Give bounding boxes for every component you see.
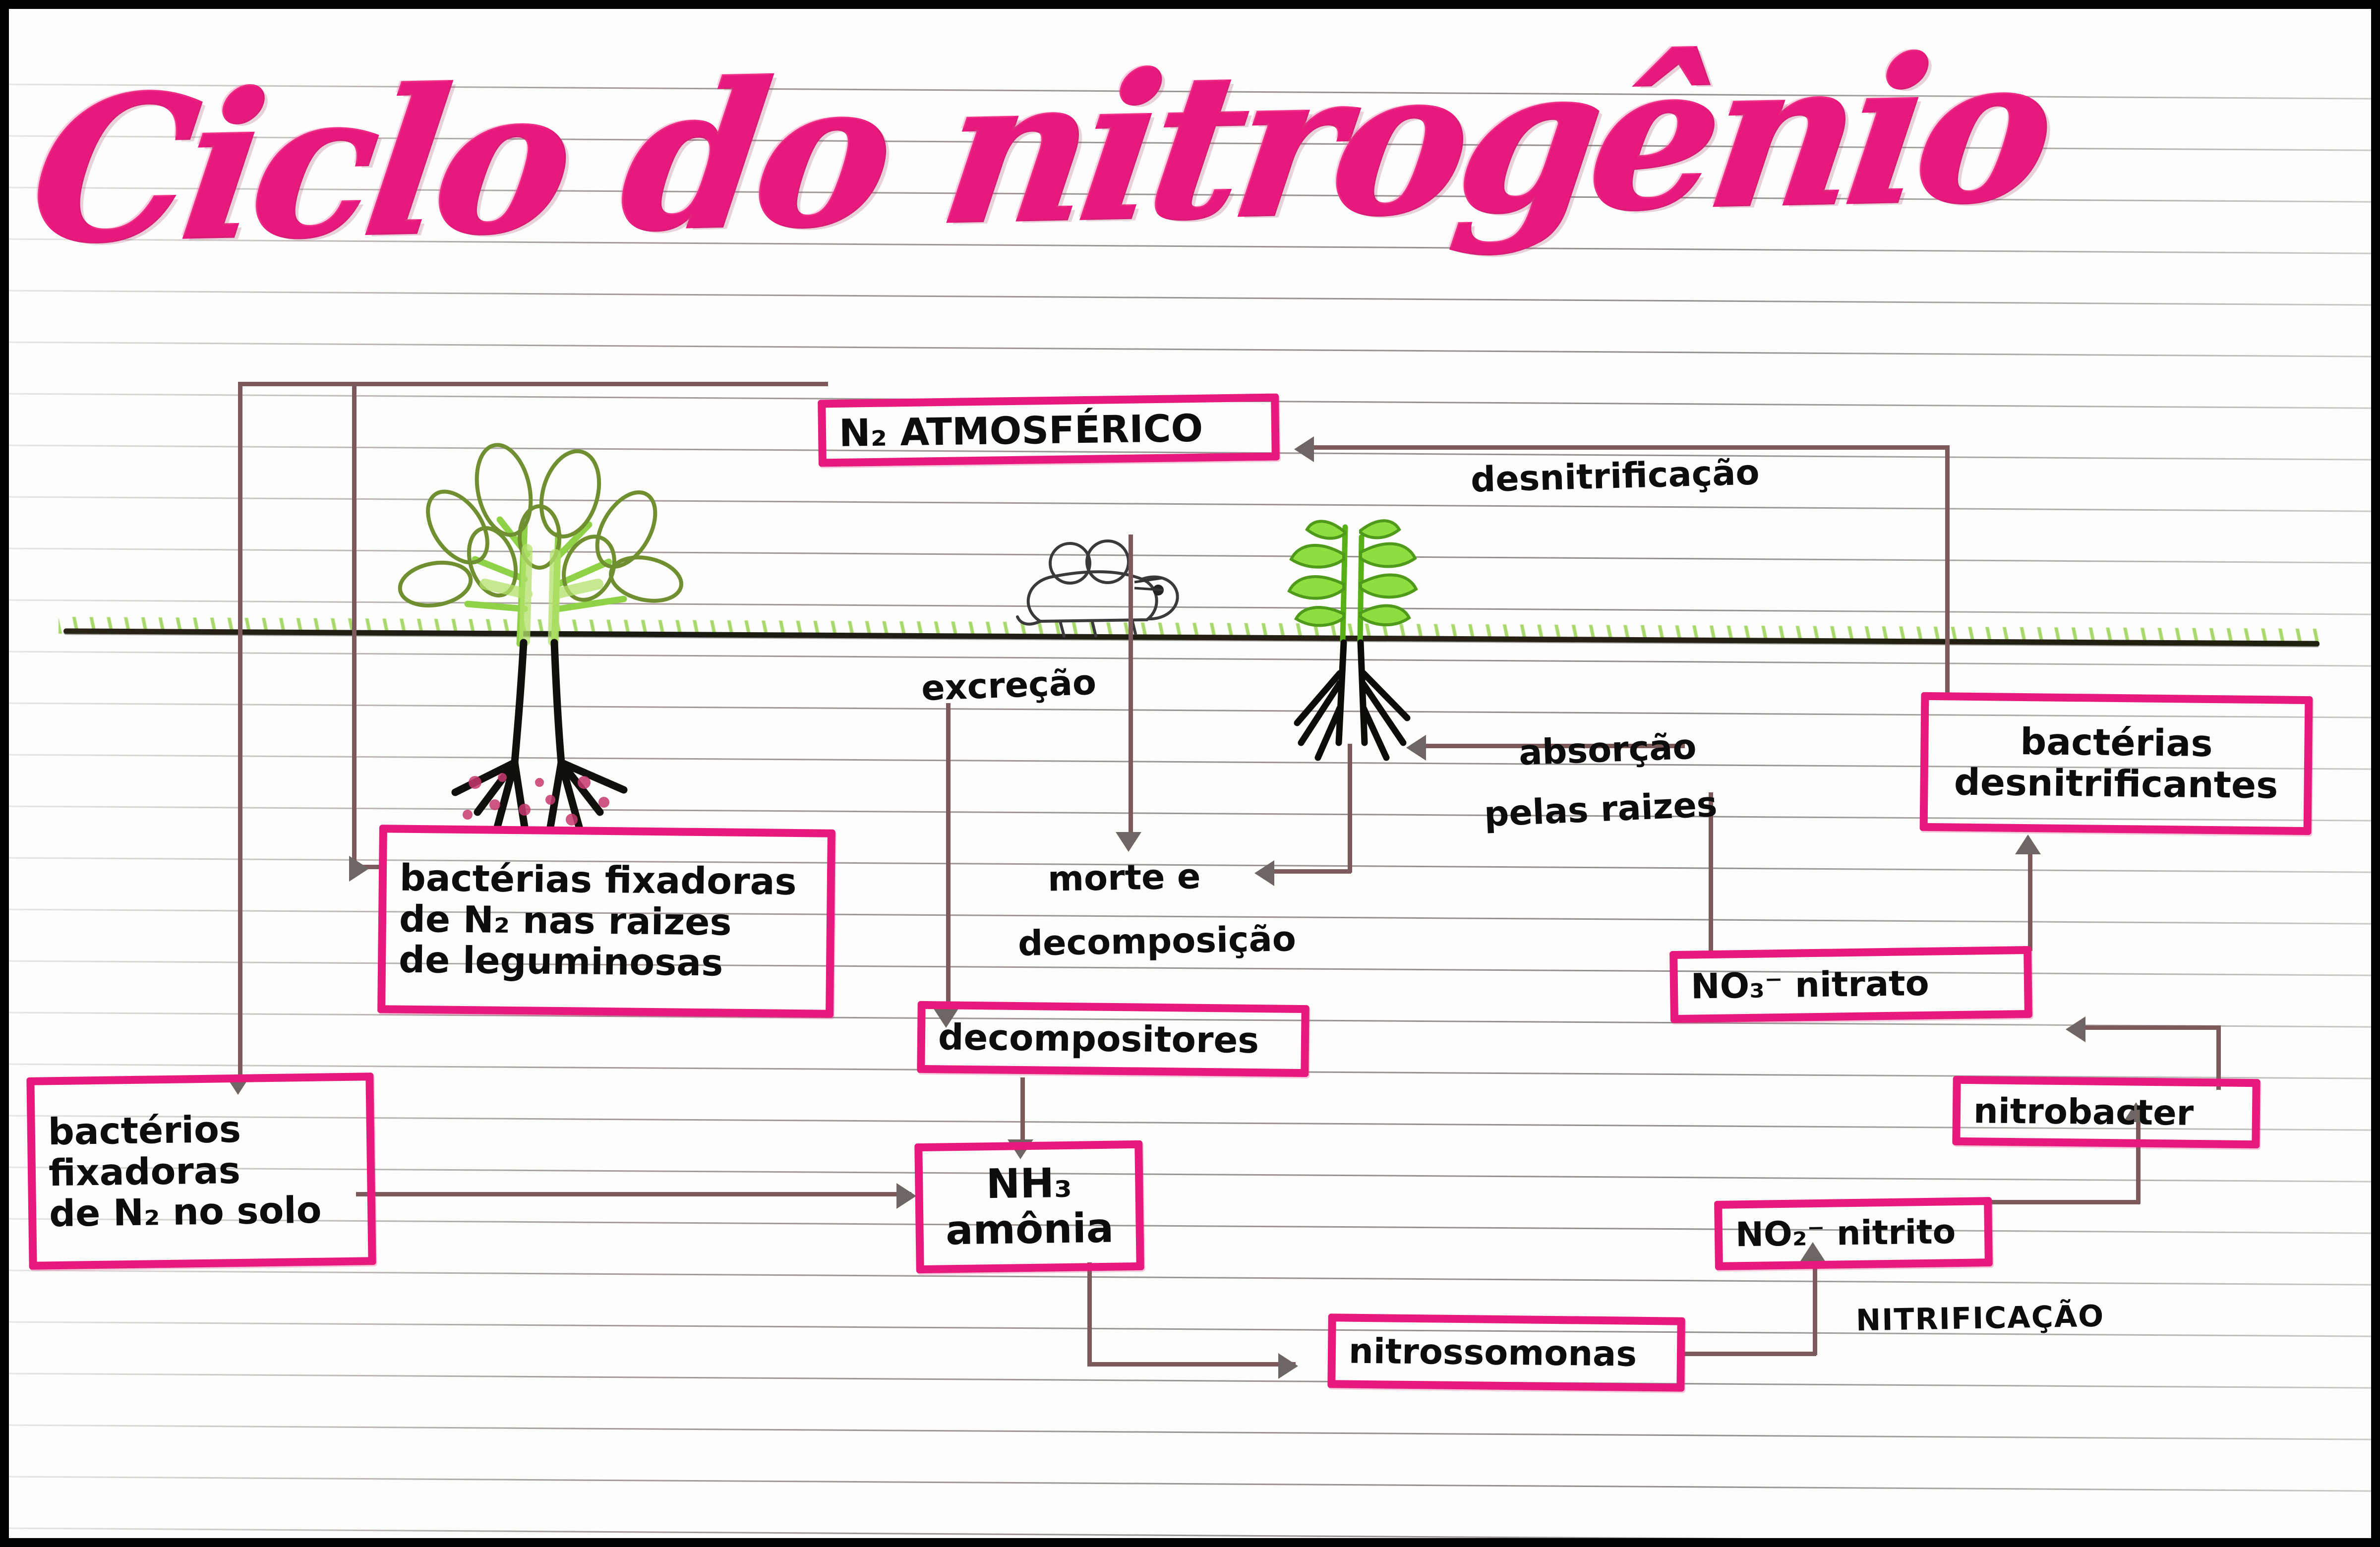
connector-nitrobacter-up	[2136, 1120, 2141, 1204]
label-absorption-line2: pelas raizes	[1483, 783, 1719, 835]
connector-roots-branch-down	[1348, 744, 1352, 873]
box-ammonia-formula: NH₃	[986, 1159, 1072, 1208]
box-denitrifying-bacteria[interactable]: bactérias desnitrificantes	[1919, 692, 2313, 835]
connector-nitrate-to-roots-v	[1709, 792, 1713, 951]
arrowhead-to-nitrite	[1800, 1242, 1826, 1262]
box-nitrobacter-label: nitrobacter	[1973, 1090, 2194, 1133]
tree-drawing	[398, 443, 683, 831]
label-excretion: excreção	[920, 661, 1097, 709]
connector-absorption-h	[1422, 744, 1685, 748]
connector-denitrification-h	[1310, 445, 1948, 450]
connector-nitrate-to-denitrifying	[2028, 852, 2032, 951]
box-denitrifying-line2: desnitrificantes	[1954, 761, 2278, 807]
connector-left-top-bar	[238, 382, 828, 386]
box-bacteria-soil[interactable]: bactérios fixadoras de N₂ no solo	[26, 1072, 376, 1270]
connector-excretion	[946, 703, 951, 1018]
box-ammonia[interactable]: NH₃ amônia	[914, 1140, 1144, 1274]
rule-line	[9, 1527, 2371, 1538]
connector-left-outer-down	[238, 382, 242, 1085]
box-root-bacteria-line2: de N₂ nas raizes	[399, 897, 732, 944]
arrowhead-to-denitrifying	[2015, 834, 2041, 854]
rule-line	[9, 341, 2371, 358]
arrowhead-to-ammonia-left	[896, 1183, 916, 1209]
rule-line	[9, 135, 2371, 152]
arrowhead-decomposers-to-ammonia	[1008, 1139, 1033, 1159]
box-nitrate-label: NO₃⁻ nitrato	[1690, 963, 1930, 1007]
rule-line	[9, 1372, 2371, 1389]
rule-line	[9, 290, 2371, 306]
connector-nitrite-up	[1813, 1258, 1817, 1355]
rule-line	[9, 1424, 2371, 1441]
connector-nitrobacter-to-nitrate-v	[2216, 1025, 2221, 1090]
connector-roots-to-death	[1271, 869, 1351, 874]
label-nitrification: NITRIFICAÇÃO	[1855, 1299, 2105, 1338]
rule-line	[9, 496, 2371, 513]
mouse-drawing	[1016, 539, 1179, 638]
page-title-text: Ciclo do nitrogênio	[18, 11, 2063, 290]
box-nitrosomonas[interactable]: nitrossomonas	[1327, 1313, 1685, 1392]
box-soil-bacteria-line1: bactérios	[48, 1108, 241, 1153]
arrowhead-to-soil-bacteria	[225, 1075, 251, 1095]
arrowhead-to-nitrosomonas	[1278, 1353, 1298, 1379]
label-absorption-line1: absorção	[1518, 726, 1697, 774]
box-root-bacteria-line1: bactérias fixadoras	[399, 856, 797, 903]
box-decomposers[interactable]: decompositores	[917, 1001, 1309, 1077]
label-denitrification: desnitrificação	[1470, 452, 1760, 500]
arrowhead-denitrification-to-n2	[1294, 436, 1314, 462]
arrowhead-absorption-to-roots	[1406, 735, 1426, 761]
rule-line	[9, 238, 2371, 255]
box-nitrobacter[interactable]: nitrobacter	[1952, 1075, 2261, 1149]
connector-denitrification-v	[1945, 445, 1950, 693]
box-n2-atmospheric-label: N₂ ATMOSFÉRICO	[838, 406, 1203, 455]
arrowhead-excretion	[933, 1008, 959, 1028]
box-root-bacteria-line3: de leguminosas	[398, 939, 723, 985]
arrowhead-to-nitrate	[2066, 1016, 2085, 1042]
box-soil-bacteria-line2: fixadoras	[48, 1149, 241, 1194]
box-decomposers-label: decompositores	[938, 1016, 1259, 1062]
connector-ammonia-down	[1087, 1262, 1092, 1367]
box-nitrate[interactable]: NO₃⁻ nitrato	[1669, 946, 2032, 1023]
label-death-line1: morte e	[1047, 856, 1201, 899]
rule-line	[9, 83, 2371, 100]
connector-ammonia-to-nitrosomonas	[1087, 1362, 1296, 1367]
arrowhead-death-decomposition	[1116, 832, 1141, 852]
arrowhead-to-root-bacteria	[349, 856, 369, 882]
page-title: Ciclo do nitrogênio	[18, 9, 2320, 311]
box-soil-bacteria-line3: de N₂ no solo	[49, 1189, 322, 1236]
box-ammonia-name: amônia	[945, 1204, 1114, 1254]
connector-death-decomposition	[1129, 535, 1133, 842]
box-nitrite[interactable]: NO₂⁻ nitrito	[1714, 1197, 1993, 1270]
box-denitrifying-line1: bactérias	[2020, 720, 2213, 766]
label-death-line2: decomposição	[1017, 918, 1297, 964]
rule-line	[9, 1269, 2371, 1286]
rule-line	[9, 651, 2371, 667]
connector-nitrobacter-to-nitrate-h	[2082, 1025, 2220, 1030]
box-nitrosomonas-label: nitrossomonas	[1348, 1330, 1637, 1374]
connector-soil-bacteria-to-ammonia	[356, 1192, 911, 1196]
box-nitrite-label: NO₂⁻ nitrito	[1735, 1212, 1956, 1255]
rule-line	[9, 1476, 2371, 1492]
connector-nitrite-to-nitrobacter	[1976, 1200, 2140, 1204]
box-bacteria-root-nodules[interactable]: bactérias fixadoras de N₂ nas raizes de …	[377, 825, 835, 1018]
rule-line	[9, 186, 2371, 203]
connector-left-inner-down	[352, 382, 357, 869]
connector-decomposers-to-ammonia	[1020, 1077, 1025, 1152]
arrowhead-to-nitrobacter	[2123, 1102, 2149, 1122]
connector-nitrosomonas-to-nitrite	[1682, 1352, 1816, 1356]
box-n2-atmospheric[interactable]: N₂ ATMOSFÉRICO	[818, 393, 1280, 467]
plant-drawing	[1287, 519, 1418, 761]
arrowhead-to-death-label	[1254, 860, 1274, 886]
